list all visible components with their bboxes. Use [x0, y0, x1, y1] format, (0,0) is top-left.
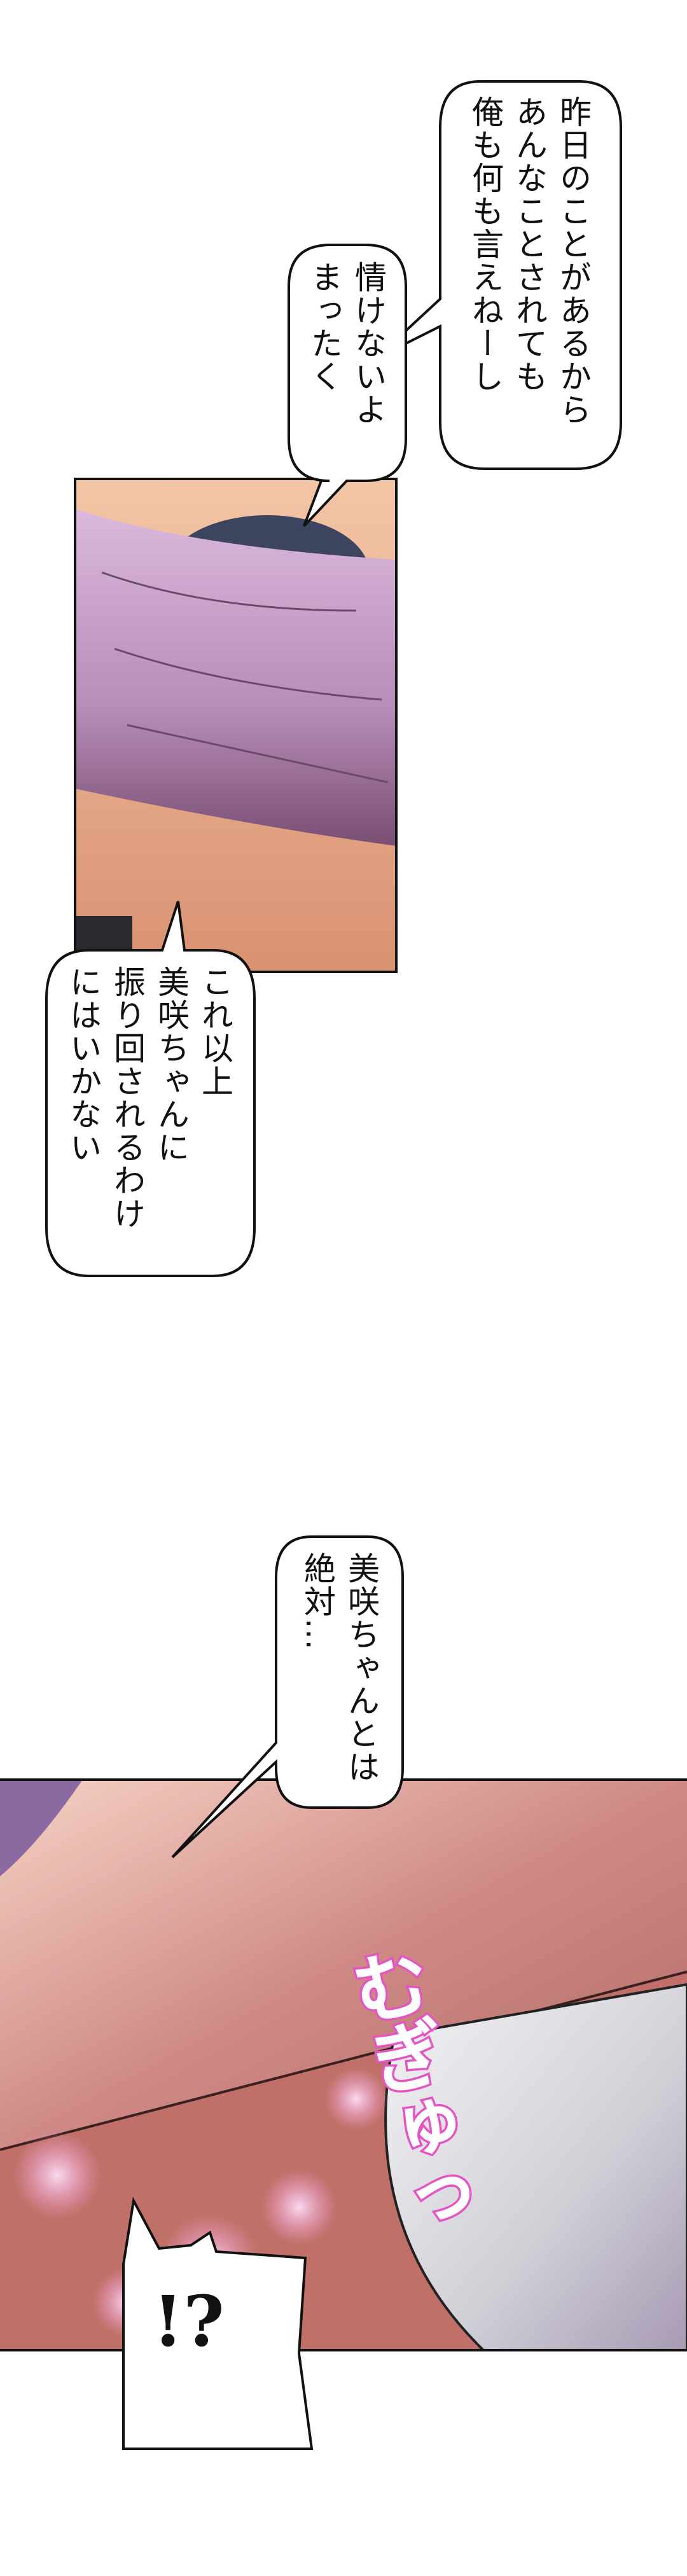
cloth-shape [75, 509, 396, 846]
panel-1-art [75, 479, 396, 972]
speech-bubble-1 [405, 80, 622, 470]
speech-text-3: これ以上 美咲ちゃんに 振り回されるわけ にはいかない [65, 966, 233, 1230]
exclaim-bubble [122, 2196, 314, 2450]
exclaim-text: !? [153, 2280, 225, 2362]
speech-text-2: 情けないよ まったく [306, 261, 387, 426]
speech-text-4: 美咲ちゃんとは 絶対… [299, 1552, 380, 1783]
limb-shape [0, 1780, 687, 2150]
speech-bubble-3 [45, 901, 256, 1277]
speech-bubble-2 [288, 244, 407, 527]
speech-text-1: 昨日のことがあるから あんなことされても 俺も何も言えねーし [467, 95, 592, 426]
panel-2-art [0, 1780, 687, 2350]
speech-bubble-4 [171, 1535, 404, 1859]
